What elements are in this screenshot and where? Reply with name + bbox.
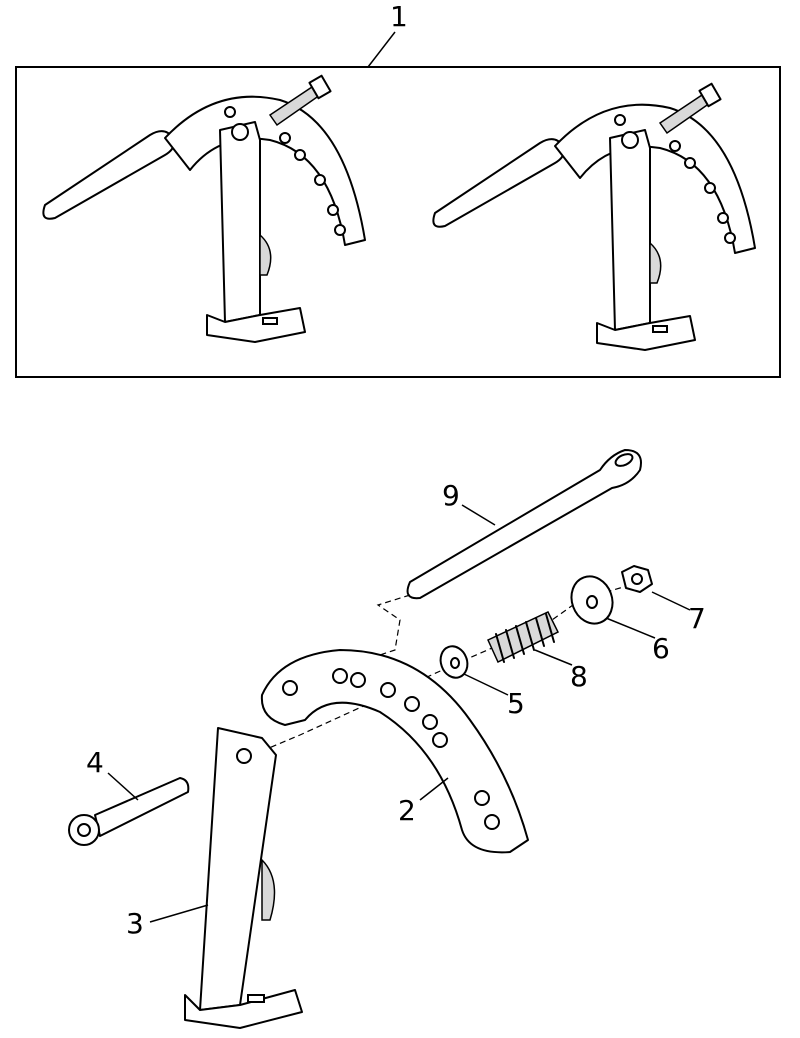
callout-7: 7 bbox=[651, 591, 706, 635]
callout-3: 3 bbox=[126, 904, 209, 940]
svg-text:3: 3 bbox=[126, 907, 144, 940]
svg-text:6: 6 bbox=[652, 632, 670, 665]
callout-2: 2 bbox=[398, 777, 449, 827]
svg-text:4: 4 bbox=[86, 746, 104, 779]
part-nut bbox=[621, 565, 653, 593]
svg-text:7: 7 bbox=[688, 602, 706, 635]
svg-text:9: 9 bbox=[442, 479, 460, 512]
callout-4: 4 bbox=[86, 746, 139, 801]
svg-text:8: 8 bbox=[570, 660, 588, 693]
callout-5: 5 bbox=[463, 673, 525, 720]
callout-8: 8 bbox=[534, 649, 588, 693]
assembled-unit-left bbox=[42, 74, 366, 343]
svg-text:1: 1 bbox=[390, 0, 408, 33]
part-washer-large bbox=[570, 575, 614, 625]
assembly-inset-frame bbox=[15, 66, 781, 378]
callout-9: 9 bbox=[442, 479, 496, 526]
svg-text:5: 5 bbox=[507, 687, 525, 720]
callout-1: 1 bbox=[367, 0, 408, 68]
guide-handle bbox=[364, 594, 411, 661]
part-washer-small bbox=[439, 645, 469, 679]
part-mount-plate bbox=[184, 727, 303, 1029]
svg-text:2: 2 bbox=[398, 794, 416, 827]
assembled-unit-right bbox=[432, 82, 756, 351]
part-bolt bbox=[68, 777, 190, 846]
callout-6: 6 bbox=[605, 617, 670, 665]
part-spring bbox=[487, 611, 560, 664]
part-bracket-arc bbox=[260, 649, 529, 854]
part-handle bbox=[406, 449, 642, 600]
